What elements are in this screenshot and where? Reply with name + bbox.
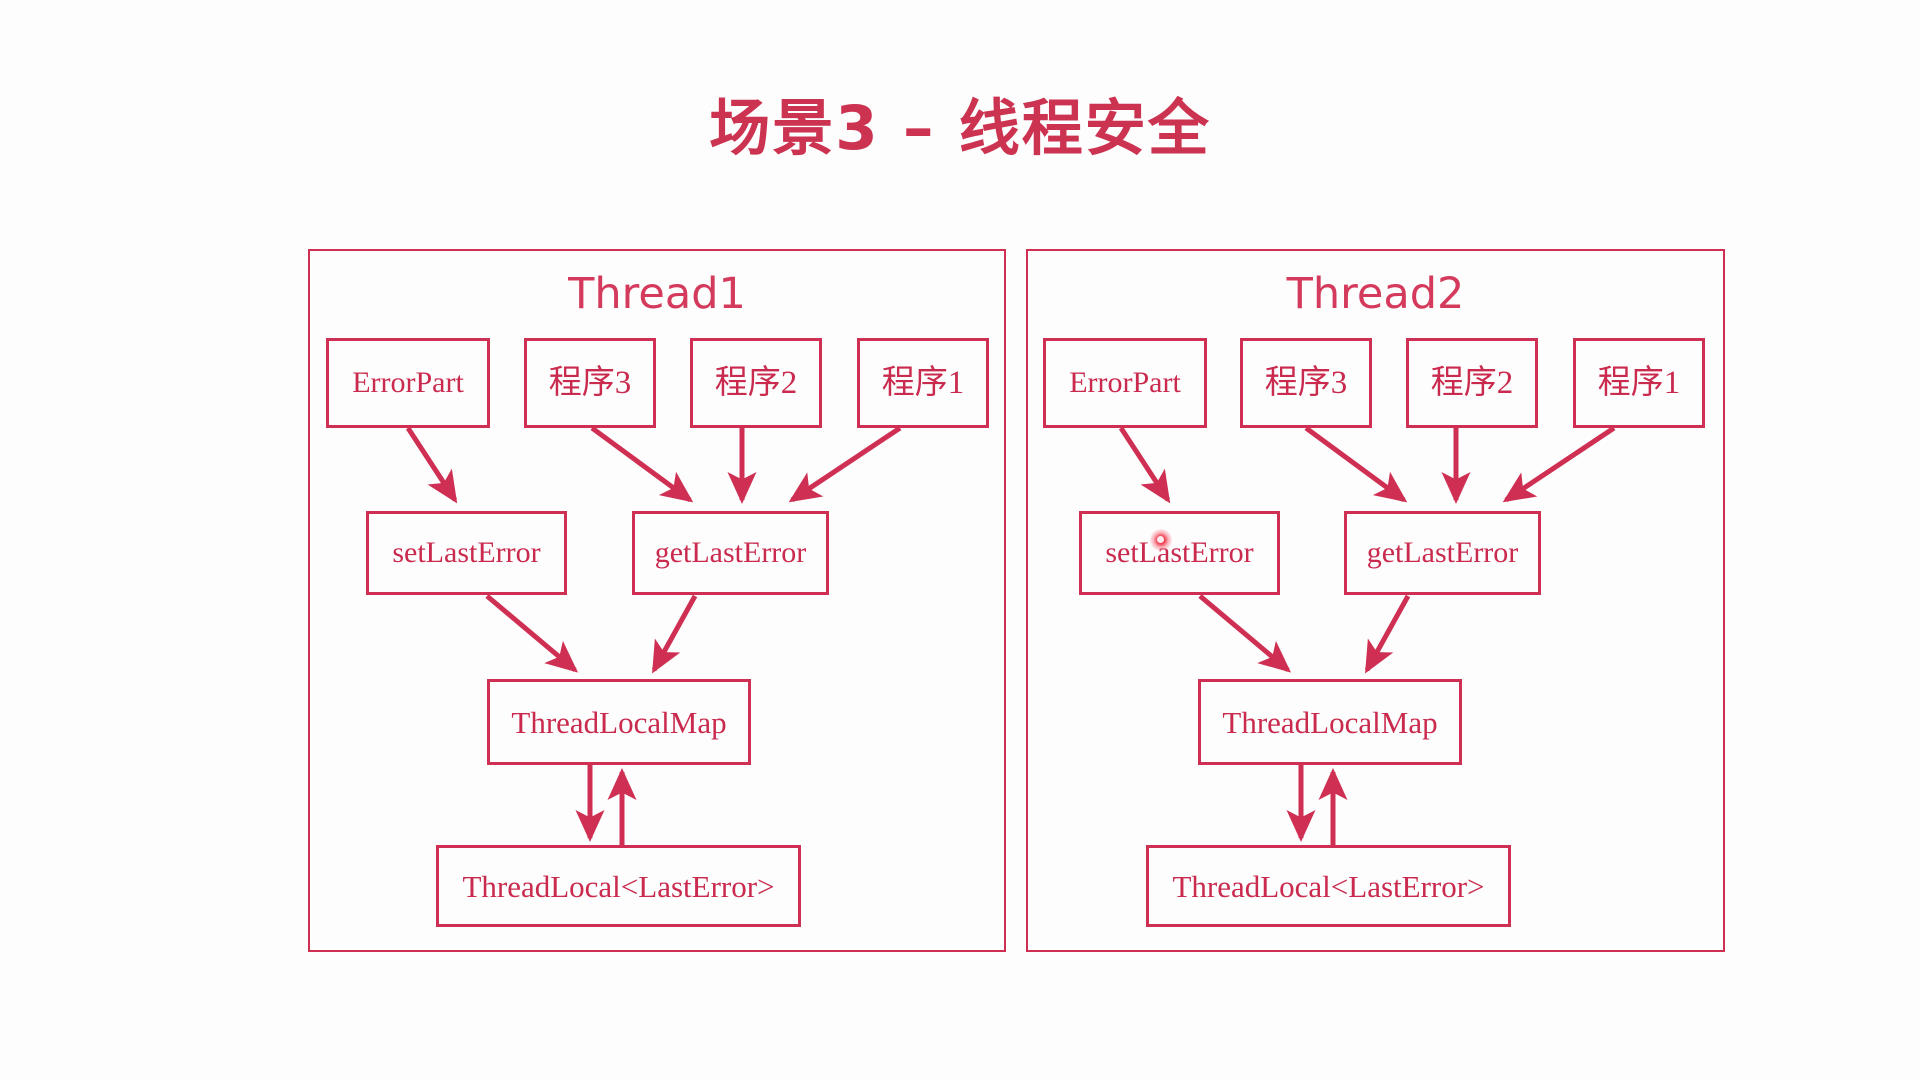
thread2-title: Thread2 bbox=[1286, 269, 1465, 319]
thread1-node-program3[interactable]: 程序3 bbox=[524, 338, 656, 428]
thread1-node-program1[interactable]: 程序1 bbox=[857, 338, 989, 428]
thread1-node-errorpart[interactable]: ErrorPart bbox=[326, 338, 490, 428]
thread1-title: Thread1 bbox=[568, 269, 746, 319]
thread2-node-getlasterror[interactable]: getLastError bbox=[1344, 511, 1541, 595]
thread1-node-program2[interactable]: 程序2 bbox=[690, 338, 822, 428]
thread1-panel: Thread1 bbox=[308, 249, 1006, 952]
thread1-node-setlasterror[interactable]: setLastError bbox=[366, 511, 567, 595]
thread2-node-setlasterror[interactable]: setLastError bbox=[1079, 511, 1280, 595]
thread1-node-threadlocal[interactable]: ThreadLocal<LastError> bbox=[436, 845, 801, 927]
thread2-node-errorpart[interactable]: ErrorPart bbox=[1043, 338, 1207, 428]
thread1-node-threadlocalmap[interactable]: ThreadLocalMap bbox=[487, 679, 751, 765]
thread2-node-program2[interactable]: 程序2 bbox=[1406, 338, 1538, 428]
page-title: 场景3 – 线程安全 bbox=[709, 93, 1211, 164]
thread2-node-program3[interactable]: 程序3 bbox=[1240, 338, 1372, 428]
thread2-node-threadlocal[interactable]: ThreadLocal<LastError> bbox=[1146, 845, 1511, 927]
thread2-node-threadlocalmap[interactable]: ThreadLocalMap bbox=[1198, 679, 1462, 765]
thread1-node-getlasterror[interactable]: getLastError bbox=[632, 511, 829, 595]
thread2-node-program1[interactable]: 程序1 bbox=[1573, 338, 1705, 428]
thread2-panel: Thread2 bbox=[1026, 249, 1725, 952]
